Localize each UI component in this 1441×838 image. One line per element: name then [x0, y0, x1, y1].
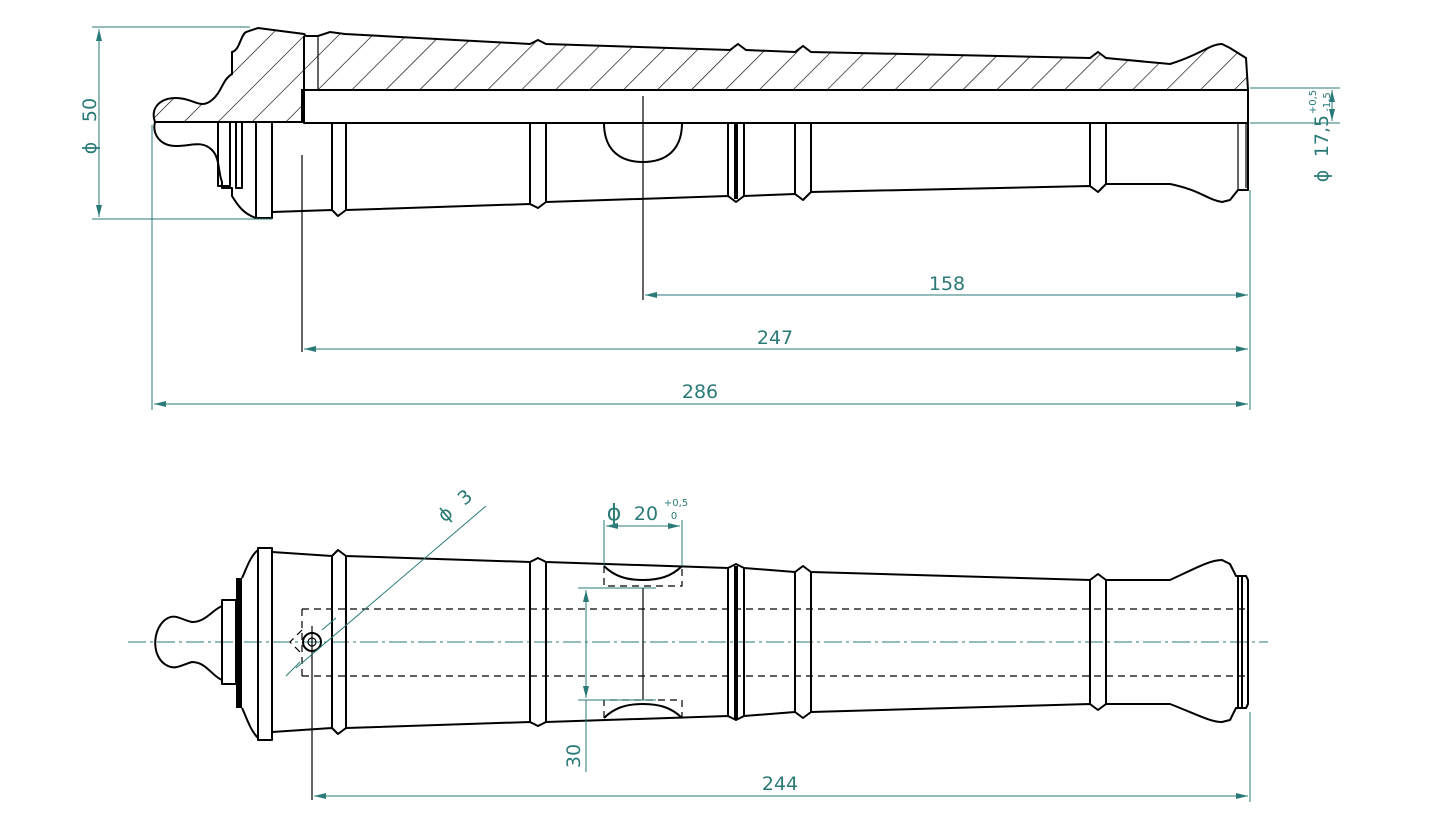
- trunnion-top-hidden: [603, 566, 683, 587]
- dia-symbol-trunnion: ϕ: [607, 501, 622, 526]
- bore-band: [303, 89, 1249, 124]
- vent-leader: [295, 505, 487, 669]
- bottom-plan-view: [128, 547, 1268, 800]
- plan-ring-4: [794, 572, 812, 712]
- ring-2: [529, 123, 547, 204]
- cascabel-ring-black: [235, 121, 243, 189]
- len-158: 158: [929, 273, 965, 295]
- dia-trunnion-tol-upper: +0,5: [664, 498, 688, 509]
- dia-symbol-bore: ϕ: [1311, 170, 1333, 183]
- ring-1: [331, 122, 347, 210]
- dia-trunnion-tol-lower: 0: [671, 511, 677, 522]
- ring-3: [727, 123, 745, 196]
- base-ring: [257, 547, 273, 741]
- plan-ring-3: [727, 568, 745, 716]
- trunnion-offset-30: 30: [563, 744, 585, 768]
- top-section-view: [152, 26, 1250, 352]
- top-dimensions: ϕ 50 ϕ 17,5 +0,5 -1,5 158 247 286: [79, 26, 1340, 410]
- dia-outer-value: 50: [79, 98, 101, 122]
- dia-bore-tol-lower: -1,5: [1322, 92, 1333, 112]
- len-247: 247: [757, 327, 793, 349]
- section-hatch: [152, 26, 1250, 123]
- cascabel-black-ring: [236, 578, 242, 708]
- len-286: 286: [682, 381, 718, 403]
- dia-symbol-vent: ϕ: [434, 502, 458, 527]
- breech-ring: [255, 121, 273, 219]
- trunnion-top: [603, 565, 683, 581]
- trunnion-bottom: [603, 703, 683, 719]
- cascabel-ring: [217, 121, 231, 187]
- ring-3-black: [734, 123, 738, 199]
- cascabel-knob: [154, 605, 223, 681]
- bore-hidden-end: [289, 609, 303, 676]
- ring-5: [1089, 123, 1170, 186]
- barrel-outline: [271, 549, 1249, 735]
- dia-bore-value: 17,5: [1311, 115, 1333, 157]
- dia-vent-value: 3: [454, 485, 477, 510]
- len-244: 244: [762, 773, 798, 795]
- plan-ring-5: [1089, 579, 1170, 705]
- ring-4: [794, 123, 812, 194]
- plan-ring-3-black: [734, 566, 738, 720]
- dia-bore-tol-upper: +0,5: [1308, 90, 1319, 114]
- base-ring-curve: [241, 549, 259, 739]
- plan-ring-1: [331, 556, 347, 728]
- dia-symbol-outer: ϕ: [79, 142, 101, 155]
- dia-trunnion-value: 20: [634, 503, 658, 525]
- barrel-lower-outline: [153, 121, 1249, 219]
- plan-ring-2: [529, 562, 547, 722]
- muzzle-lines: [1237, 576, 1243, 708]
